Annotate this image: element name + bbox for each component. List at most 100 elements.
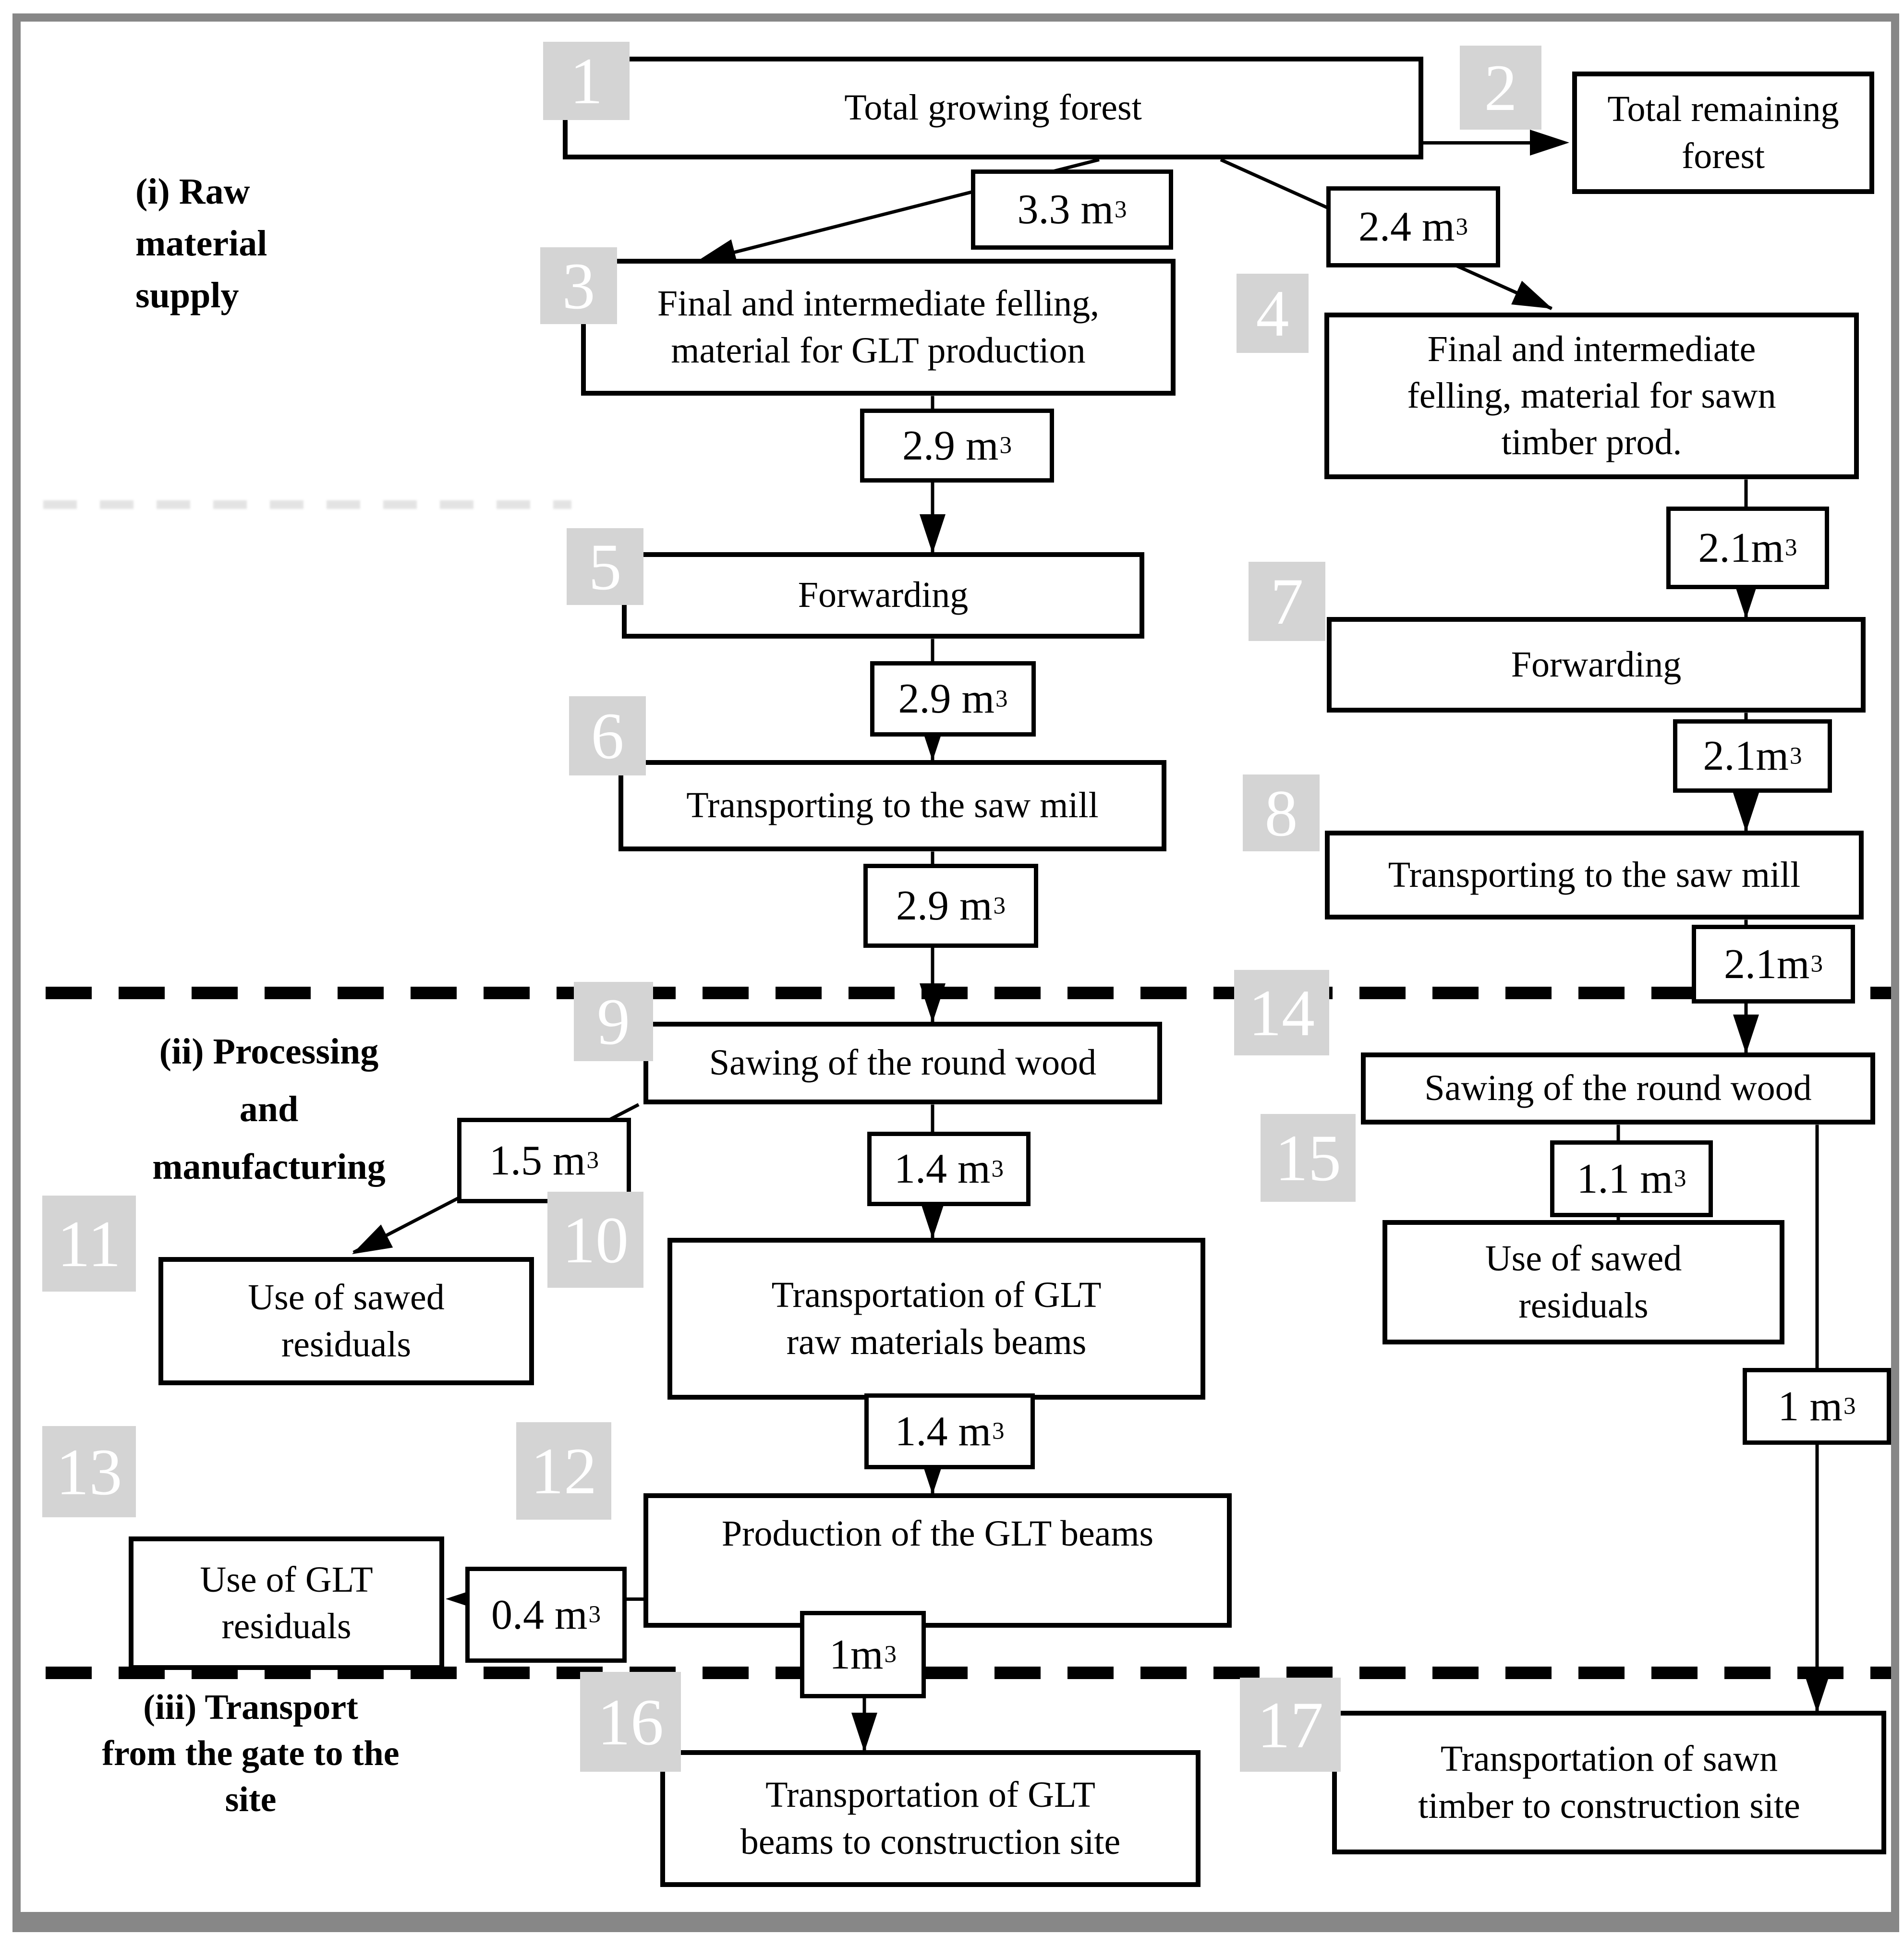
step-number-5: 5 — [567, 528, 643, 605]
process-box-label-line: Transporting to the saw mill — [1388, 854, 1801, 895]
section-label-line: and — [239, 1089, 299, 1129]
process-box-label-line: timber prod. — [1501, 422, 1682, 463]
step-number-13: 13 — [42, 1426, 136, 1517]
section-label-line: (i) Raw — [135, 171, 250, 212]
flow-value: 0.4 m — [491, 1591, 588, 1638]
process-box-transportation-of-sawn-timber-to-construction-site: Transportation of sawn timber to construc… — [1332, 1711, 1886, 1854]
flow-value: 2.4 m — [1358, 204, 1455, 250]
flow-value: 2.9 m — [898, 676, 994, 722]
process-box-transporting-to-the-saw-mill: Transporting to the saw mill — [618, 760, 1166, 851]
step-number-7: 7 — [1249, 562, 1325, 641]
step-number-2: 2 — [1460, 46, 1541, 130]
process-box-production-of-the-glt-beams: Production of the GLT beams — [643, 1493, 1232, 1628]
section-label-line: material — [135, 223, 267, 264]
section-label-line: from the gate to the — [102, 1734, 400, 1773]
arrow-head — [851, 1713, 877, 1752]
process-box-label-line: Total remaining — [1607, 89, 1839, 130]
process-box-label-line: beams to construction site — [740, 1821, 1121, 1862]
process-box-label-line: residuals — [1518, 1285, 1649, 1326]
process-box-label-line: Transportation of sawn — [1440, 1739, 1778, 1779]
arrow-head — [920, 983, 946, 1023]
flow-value: 3.3 m — [1017, 186, 1114, 233]
process-box-total-remaining-forest: Total remaining forest — [1572, 72, 1874, 194]
process-box-use-of-glt-residuals: Use of GLT residuals — [129, 1536, 444, 1670]
step-number-15: 15 — [1261, 1114, 1356, 1202]
process-box-label-line: Use of sawed — [248, 1277, 445, 1318]
flow-value: 1.1 m — [1577, 1155, 1673, 1202]
process-box-label-line: Sawing of the round wood — [1424, 1068, 1812, 1109]
process-box-forwarding: Forwarding — [1327, 617, 1866, 713]
phase-divider-dashed-line — [46, 987, 1892, 999]
step-number-1: 1 — [543, 42, 630, 120]
flow-value: 2.1m — [1698, 524, 1784, 571]
step-number-17: 17 — [1240, 1678, 1341, 1772]
process-box-label-line: Forwarding — [1511, 644, 1682, 685]
process-box-label-line: Forwarding — [798, 575, 969, 616]
process-box-label-line: Use of GLT — [200, 1559, 373, 1600]
section-label-line: supply — [135, 275, 239, 315]
section-label-ii: (ii) Processing and manufacturing — [120, 1023, 418, 1196]
process-box-label-line: forest — [1681, 135, 1765, 176]
section-label-line: (iii) Transport — [143, 1688, 358, 1727]
arrow-head — [1530, 130, 1569, 156]
process-box-label-line: material for GLT production — [671, 330, 1086, 371]
section-label-line: manufacturing — [152, 1147, 386, 1187]
arrow-head — [1804, 1673, 1830, 1713]
step-number-11: 11 — [42, 1196, 136, 1292]
process-box-final-and-intermediate-felling-material-for-sawn-timber-prod: Final and intermediate felling, material … — [1324, 313, 1859, 479]
flow-value: 2.1m — [1724, 941, 1810, 988]
step-number-9: 9 — [574, 982, 653, 1061]
process-box-final-and-intermediate-felling-material-for-glt-production: Final and intermediate felling, material … — [581, 259, 1176, 396]
process-box-label-line: Sawing of the round wood — [709, 1042, 1097, 1083]
connector-line — [1423, 141, 1562, 145]
step-number-3: 3 — [540, 247, 617, 324]
step-number-6: 6 — [569, 696, 646, 775]
process-box-label-line: Transporting to the saw mill — [686, 785, 1099, 826]
flow-value: 2.1m — [1703, 733, 1789, 779]
step-number-12: 12 — [516, 1422, 611, 1520]
flow-value: 1 m — [1778, 1383, 1843, 1430]
process-box-label-line: Use of sawed — [1485, 1238, 1682, 1279]
process-box-label-line: Total growing forest — [844, 87, 1142, 128]
flow-value: 2.9 m — [896, 883, 993, 929]
arrow-head — [1733, 793, 1759, 832]
arrow-head — [1733, 1015, 1759, 1054]
process-box-label-line: Final and intermediate felling, — [657, 283, 1100, 324]
flow-value: 1m — [829, 1631, 884, 1678]
scan-artifact-line — [43, 500, 571, 509]
flow-value: 1.4 m — [895, 1408, 991, 1455]
section-label-line: site — [225, 1780, 277, 1819]
process-box-label-line: timber to construction site — [1418, 1785, 1800, 1826]
process-box-label-line: residuals — [221, 1606, 352, 1646]
process-box-forwarding: Forwarding — [622, 552, 1144, 639]
step-number-4: 4 — [1237, 274, 1309, 353]
step-number-10: 10 — [547, 1192, 643, 1288]
process-box-label-line: Final and intermediate — [1427, 328, 1756, 369]
process-box-total-growing-forest: Total growing forest — [563, 57, 1423, 159]
process-box-label-line: Transportation of GLT — [771, 1275, 1102, 1316]
process-box-sawing-of-the-round-wood: Sawing of the round wood — [1361, 1052, 1875, 1125]
step-number-8: 8 — [1243, 774, 1320, 851]
process-box-use-of-sawed-residuals: Use of sawed residuals — [1383, 1220, 1784, 1344]
process-box-label-line: felling, material for sawn — [1407, 375, 1776, 416]
flow-value: 2.9 m — [902, 422, 999, 469]
step-number-16: 16 — [580, 1672, 681, 1772]
section-label-line: (ii) Processing — [159, 1031, 379, 1072]
